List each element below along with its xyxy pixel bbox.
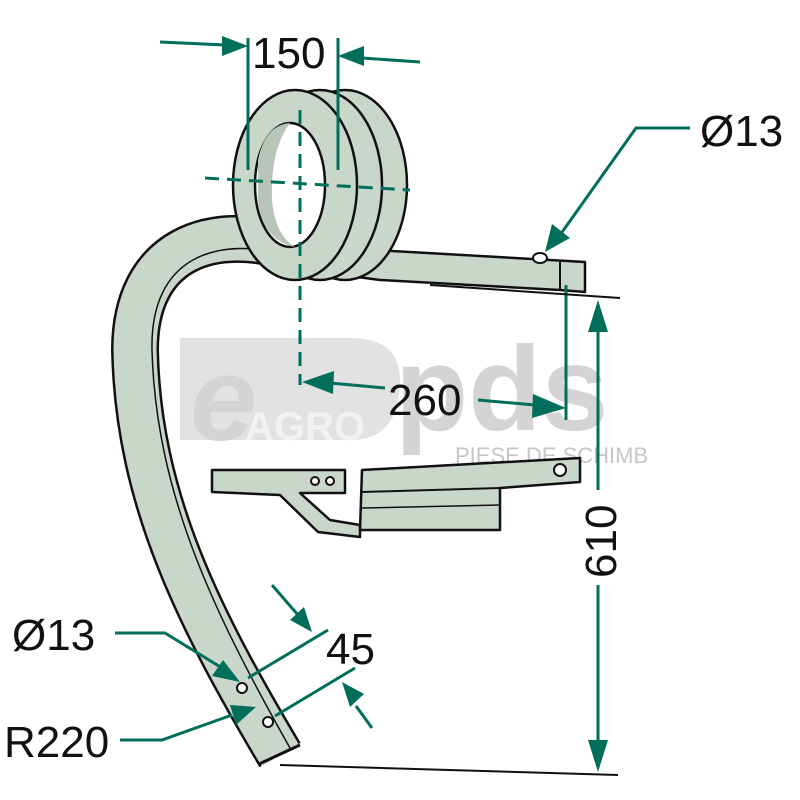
label-hole-bottom: Ø13 bbox=[12, 611, 95, 660]
mounting-parts bbox=[210, 456, 582, 539]
watermark-agro: AGRO bbox=[245, 405, 365, 449]
dimension-radius: R220 bbox=[4, 705, 256, 767]
label-hole-top: Ø13 bbox=[700, 107, 783, 156]
dimension-150: 150 bbox=[159, 29, 421, 170]
label-260: 260 bbox=[388, 376, 461, 425]
dimension-260: 260 bbox=[302, 285, 568, 425]
dimension-hole-bottom: Ø13 bbox=[12, 611, 240, 682]
watermark-pds: pds bbox=[395, 322, 608, 456]
label-150: 150 bbox=[252, 29, 325, 78]
dimension-610: 610 bbox=[279, 284, 626, 776]
label-45: 45 bbox=[326, 625, 375, 674]
dimension-hole-top: Ø13 bbox=[545, 107, 783, 252]
dimension-45: 45 bbox=[247, 584, 375, 729]
label-610: 610 bbox=[577, 505, 626, 578]
watermark-e: e bbox=[190, 332, 257, 466]
label-radius: R220 bbox=[4, 718, 109, 767]
coil-horizontal-centerline bbox=[204, 176, 411, 192]
